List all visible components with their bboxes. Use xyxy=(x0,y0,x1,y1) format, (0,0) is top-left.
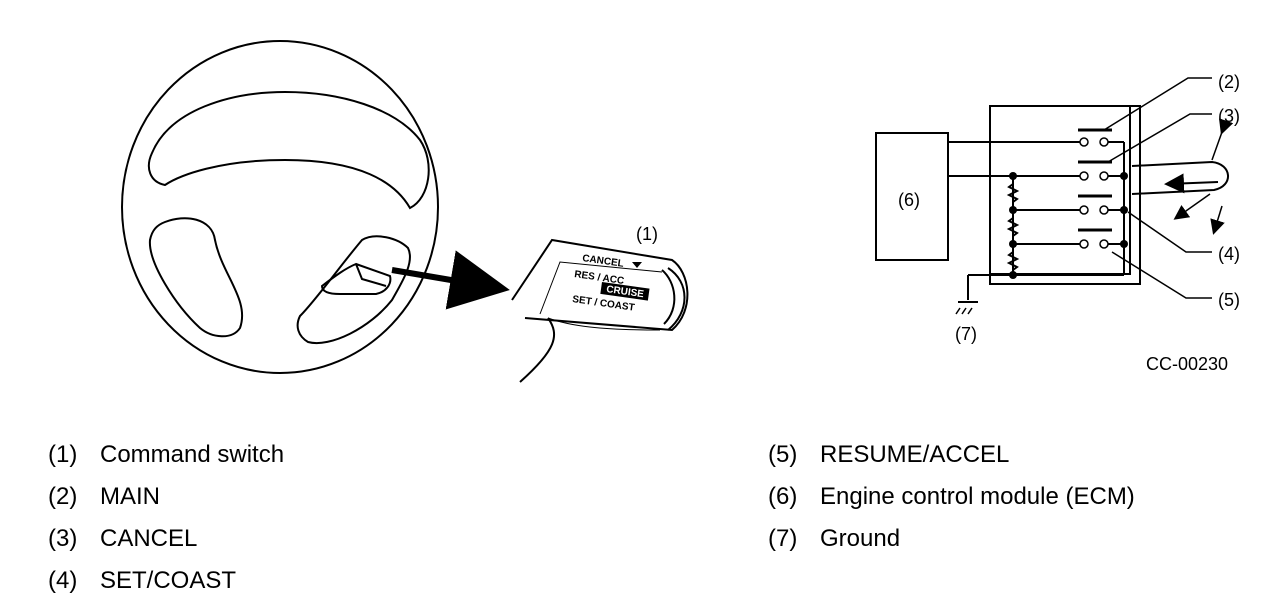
command-switch xyxy=(511,238,689,383)
zoom-arrow xyxy=(391,250,510,310)
circuit-diagram xyxy=(875,77,1234,315)
contact-terminals xyxy=(1079,137,1109,249)
wheel-right-opening xyxy=(296,235,411,345)
legend-number: (4) xyxy=(48,567,78,594)
legend-right: (5) RESUME/ACCEL (6) Engine control modu… xyxy=(768,441,1248,561)
legend-number: (1) xyxy=(48,441,78,468)
legend-text: Command switch xyxy=(100,441,285,468)
resistor xyxy=(1006,217,1020,237)
switch-cruise-text: CRUISE xyxy=(606,284,645,300)
callout-7: (7) xyxy=(955,324,977,344)
legend-number: (3) xyxy=(48,525,78,552)
callout-2: (2) xyxy=(1218,72,1240,92)
legend-text: MAIN xyxy=(100,483,160,510)
lever xyxy=(1131,160,1229,195)
wheel-upper-opening xyxy=(147,90,430,210)
legend-text: CANCEL xyxy=(100,525,198,552)
resistor xyxy=(1006,251,1020,271)
callout-4: (4) xyxy=(1218,244,1240,264)
legend-text: SET/COAST xyxy=(100,567,237,594)
cruise-badge xyxy=(600,282,650,301)
legend-number: (7) xyxy=(768,525,798,552)
callout-6: (6) xyxy=(898,190,920,210)
wheel-left-opening xyxy=(148,217,244,338)
legend-left: (1) Command switch (2) MAIN (3) CANCEL (… xyxy=(48,441,448,601)
legend-text: Engine control module (ECM) xyxy=(820,483,1135,510)
resistor xyxy=(1006,183,1020,203)
legend-text: Ground xyxy=(820,525,901,552)
legend-text: RESUME/ACCEL xyxy=(820,441,1010,468)
steering-wheel xyxy=(121,40,439,374)
switch-cancel-text: CANCEL xyxy=(582,253,625,270)
callout-1: (1) xyxy=(636,224,658,244)
wheel-switch-lever xyxy=(320,262,392,295)
figure-code: CC-00230 xyxy=(1146,354,1228,374)
cancel-arrow-icon xyxy=(632,262,642,268)
legend-number: (2) xyxy=(48,483,78,510)
callout-3: (3) xyxy=(1218,106,1240,126)
ecm-box xyxy=(875,132,949,261)
diagram-figure: CANCEL RES / ACC CRUISE SET / COAST (1) xyxy=(121,40,1240,383)
junction-dots xyxy=(1009,172,1128,279)
legend-number: (6) xyxy=(768,483,798,510)
callout-5: (5) xyxy=(1218,290,1240,310)
wheel-outer-rim xyxy=(121,40,439,374)
legend-number: (5) xyxy=(768,441,798,468)
